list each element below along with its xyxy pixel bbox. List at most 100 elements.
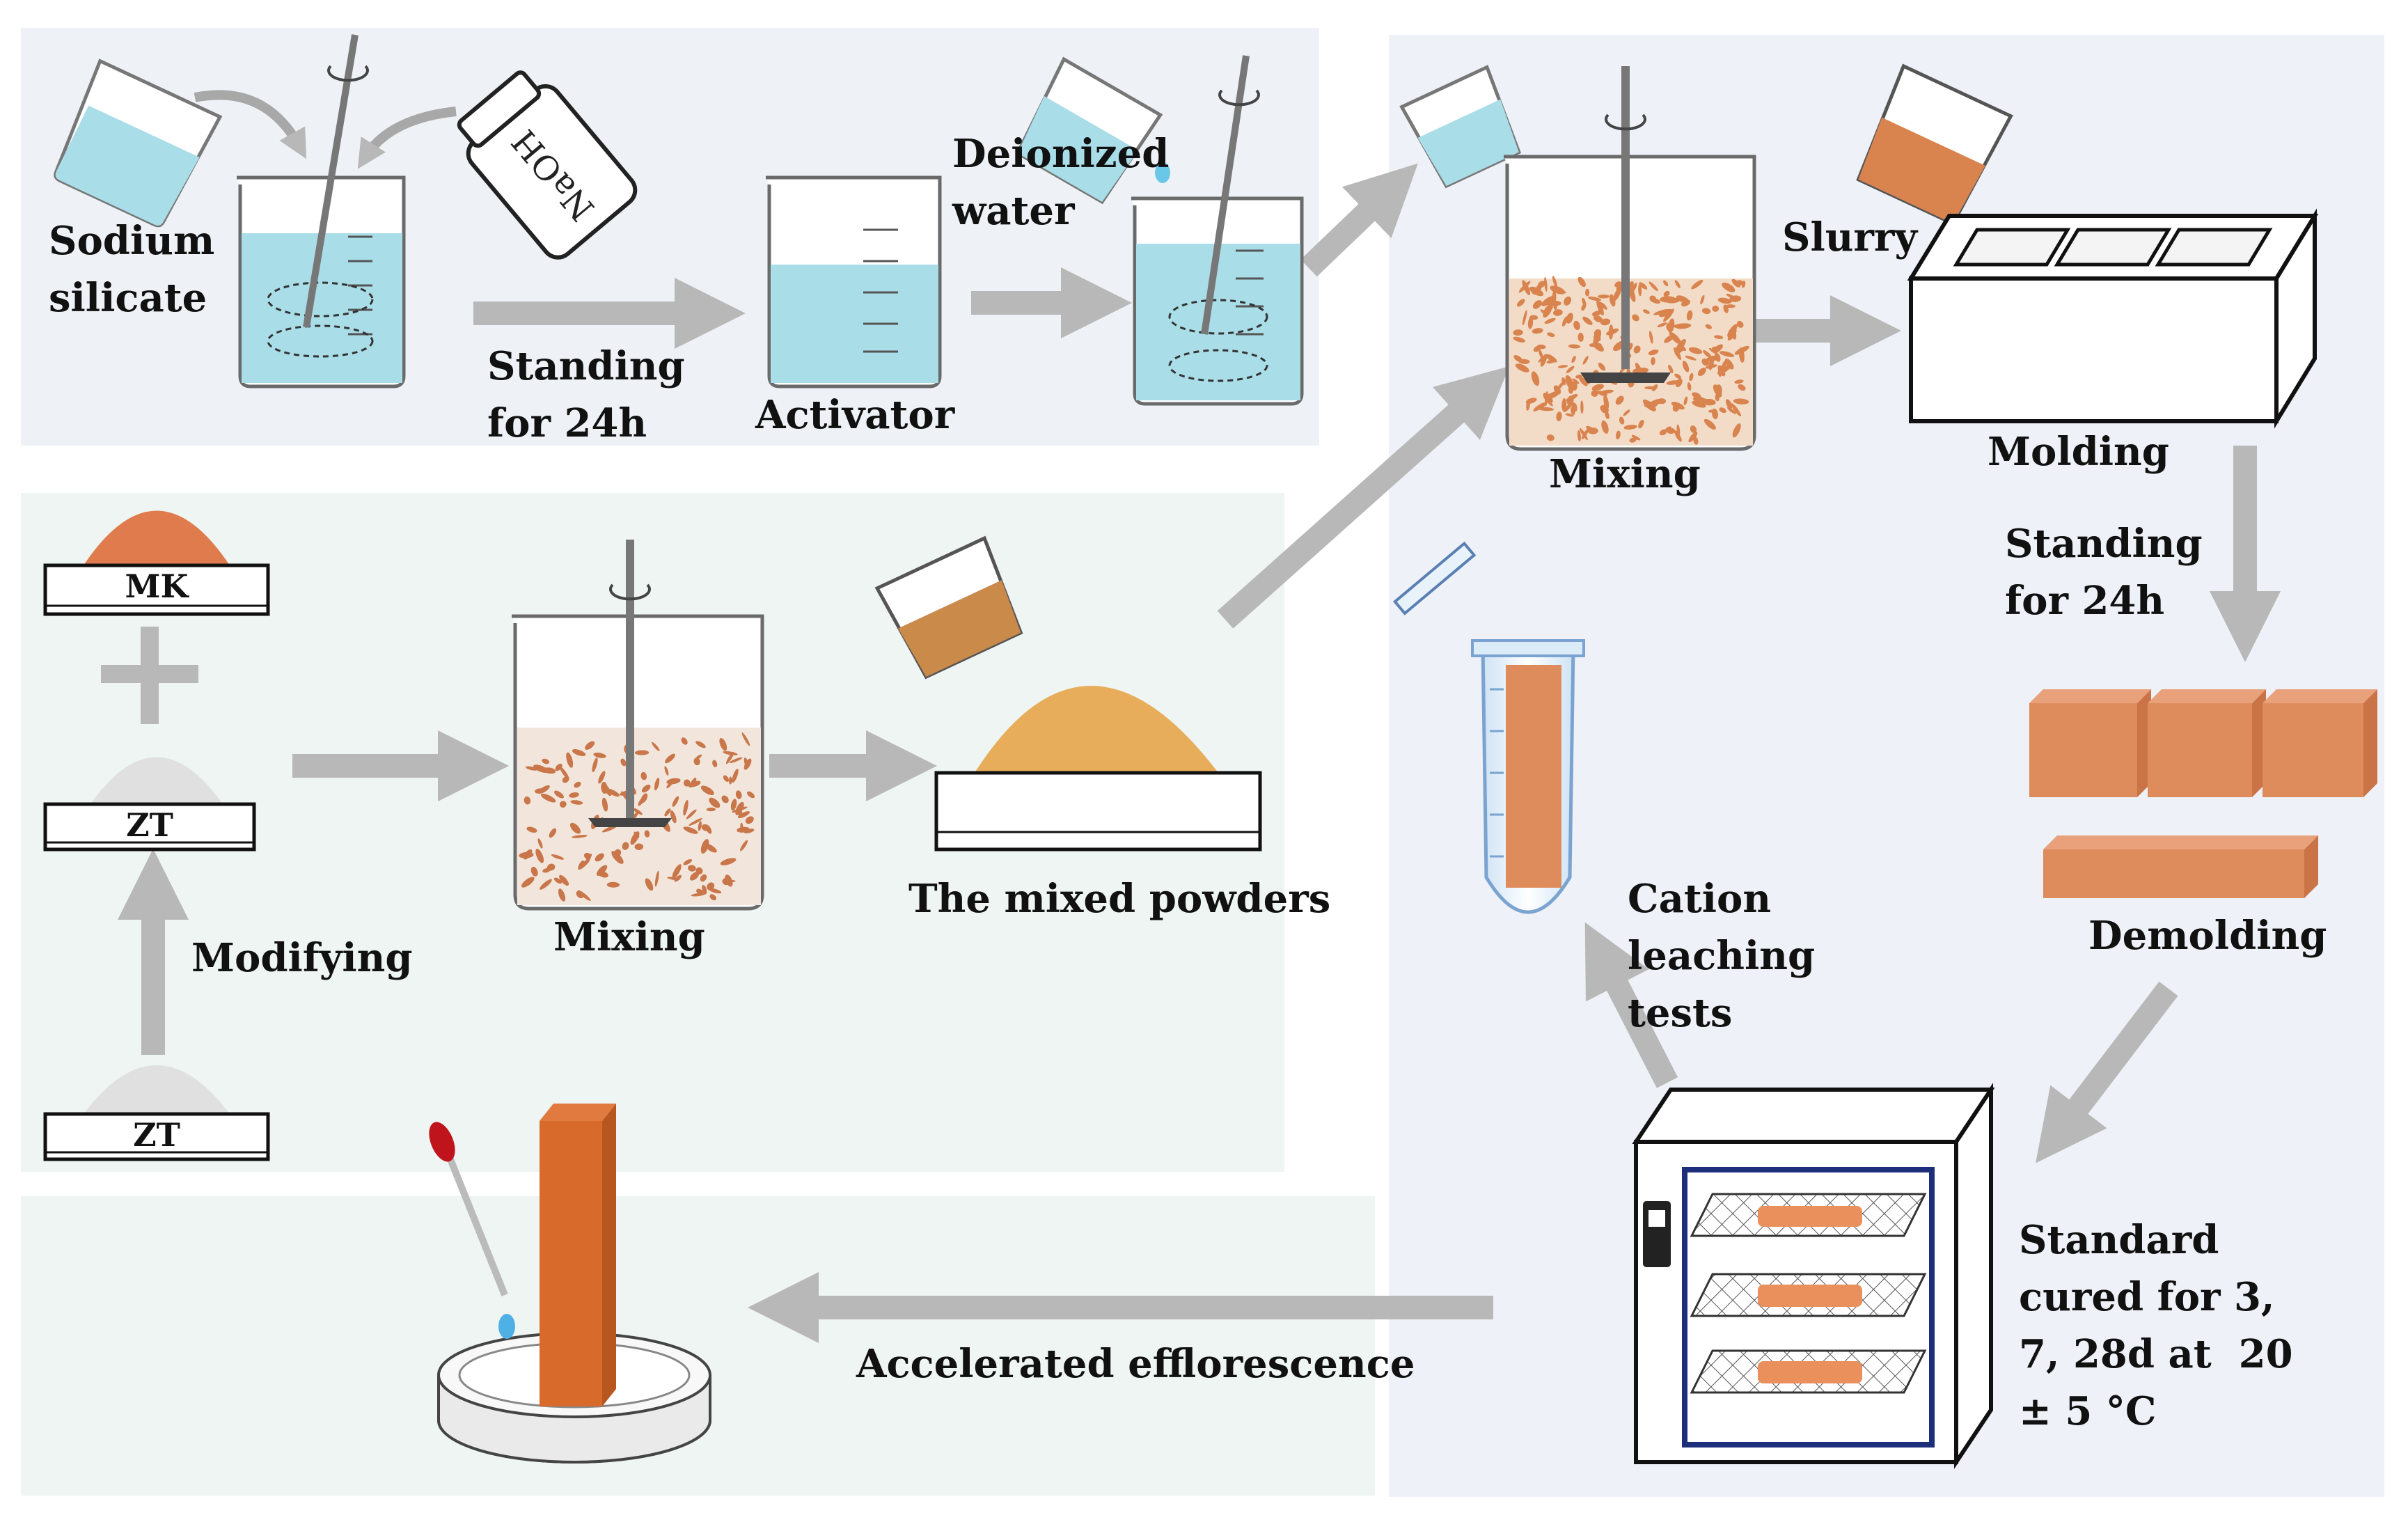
particle	[743, 758, 752, 770]
particle	[1557, 382, 1564, 390]
label-zt-bottom: ZT	[133, 1116, 180, 1154]
particle	[1587, 427, 1598, 434]
particle	[1553, 309, 1563, 316]
particle	[1678, 345, 1687, 352]
particle	[1648, 350, 1659, 356]
label-deionized-water: Deionized water	[952, 131, 1170, 234]
particle	[1729, 295, 1742, 302]
particle	[723, 775, 730, 782]
label-demolding: Demolding	[2088, 913, 2327, 959]
particle	[1615, 430, 1621, 440]
particle	[700, 785, 714, 795]
particle	[1663, 308, 1674, 322]
particle	[1732, 423, 1741, 438]
particle	[558, 888, 566, 902]
label-standard-cured: Standard cured for 3, 7, 28d at 20 ± 5 °…	[2019, 1217, 2293, 1434]
particle	[1533, 346, 1541, 352]
particle	[1556, 411, 1562, 422]
particle	[737, 826, 750, 833]
particle	[1725, 304, 1736, 308]
particle	[1619, 416, 1625, 425]
particle	[667, 877, 680, 881]
particle	[1584, 288, 1590, 297]
curing-cabinet-icon	[1632, 1083, 1995, 1469]
particle	[1708, 409, 1716, 413]
particle	[1546, 359, 1556, 364]
particle	[1719, 407, 1726, 414]
particle	[688, 817, 703, 826]
test-tube-icon	[1392, 541, 1585, 914]
label-modifying: Modifying	[191, 935, 413, 981]
particle	[1731, 278, 1741, 288]
particle	[634, 750, 650, 755]
particle	[1545, 398, 1553, 407]
curved-arrow-left	[194, 90, 307, 159]
particle	[1591, 390, 1598, 397]
particle	[1674, 349, 1683, 355]
particle	[1513, 355, 1523, 363]
powder-mixing-beaker	[512, 540, 764, 911]
particle	[549, 828, 557, 838]
particle	[1668, 364, 1674, 374]
specimen-column	[540, 1104, 616, 1406]
particle	[1713, 384, 1722, 398]
naoh-bottle-icon: NaOH	[457, 70, 638, 260]
particle	[1663, 280, 1669, 287]
particle	[688, 865, 696, 872]
powder-tray-icon	[934, 686, 1262, 852]
particle	[1598, 362, 1606, 371]
stir-rod-icon	[303, 34, 369, 328]
particle	[559, 801, 567, 808]
particle	[666, 778, 681, 785]
label-mixed-powders: The mixed powders	[908, 876, 1331, 922]
particle	[672, 796, 679, 807]
particle	[1666, 427, 1676, 434]
particle	[1724, 359, 1734, 370]
particle	[1649, 295, 1657, 303]
label-cation-leaching: Cation leaching tests	[1628, 876, 1816, 1036]
label-slurry: Slurry	[1782, 214, 1917, 260]
particle	[1674, 430, 1682, 442]
particle	[1672, 402, 1681, 412]
particle	[585, 741, 595, 750]
particle	[1580, 400, 1584, 414]
particle	[1615, 395, 1624, 405]
particle	[1674, 373, 1681, 379]
particle	[1651, 356, 1655, 366]
particle	[1516, 299, 1525, 307]
particle	[1719, 351, 1735, 357]
particle	[596, 865, 608, 877]
particle	[741, 732, 750, 746]
particle	[707, 882, 715, 891]
particle	[1717, 297, 1732, 304]
particle	[1551, 287, 1567, 294]
particle	[1712, 305, 1720, 312]
particle	[1545, 306, 1553, 311]
particle	[1587, 296, 1602, 301]
particle	[535, 849, 544, 863]
particle	[1529, 315, 1539, 320]
particle	[1623, 424, 1637, 430]
label-mixing-mid: Mixing	[553, 914, 705, 960]
particle	[664, 808, 671, 817]
particle	[1727, 329, 1737, 341]
particle	[585, 854, 592, 860]
particle	[665, 753, 675, 764]
particle	[1571, 355, 1576, 363]
particle	[695, 867, 703, 874]
particle	[1578, 376, 1588, 386]
arrow-activator-to-slurry	[1300, 163, 1418, 277]
zt-modified-powder-tray	[43, 757, 256, 852]
particle	[630, 831, 640, 845]
particle	[1703, 418, 1716, 430]
particle	[1565, 413, 1574, 417]
particle	[569, 822, 581, 834]
particle	[730, 799, 737, 811]
particle	[1570, 381, 1577, 391]
particle	[1659, 429, 1667, 436]
particle	[1642, 309, 1650, 314]
particle	[598, 771, 606, 784]
slurry-mixing-beaker	[1504, 66, 1756, 451]
particle	[1694, 397, 1701, 403]
particle	[689, 871, 700, 881]
